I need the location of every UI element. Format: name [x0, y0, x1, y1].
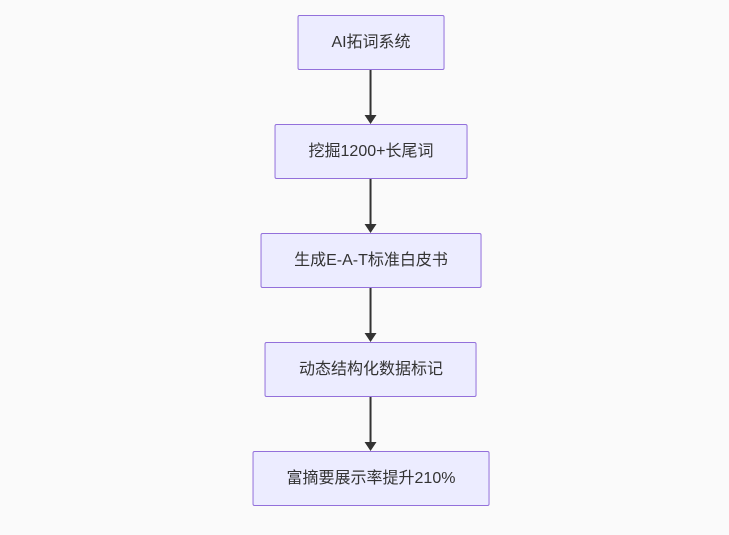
arrow-head-icon [365, 442, 377, 451]
arrow-head-icon [365, 115, 377, 124]
arrow-head-icon [365, 224, 377, 233]
flow-node-ai-keyword-system: AI拓词系统 [297, 15, 445, 70]
flow-arrow-4 [365, 397, 377, 451]
flow-node-structured-data-markup: 动态结构化数据标记 [264, 342, 477, 397]
flow-node-longtail-mining: 挖掘1200+长尾词 [274, 124, 468, 179]
flow-node-rich-snippet-rate: 富摘要展示率提升210% [252, 451, 490, 506]
flow-arrow-1 [365, 70, 377, 124]
arrow-line [370, 70, 372, 116]
flow-node-eat-whitepaper: 生成E-A-T标准白皮书 [260, 233, 482, 288]
arrow-line [370, 397, 372, 443]
flow-arrow-2 [365, 179, 377, 233]
flow-arrow-3 [365, 288, 377, 342]
flowchart: AI拓词系统 挖掘1200+长尾词 生成E-A-T标准白皮书 动态结构化数据标记… [252, 15, 490, 506]
arrow-line [370, 288, 372, 334]
arrow-line [370, 179, 372, 225]
arrow-head-icon [365, 333, 377, 342]
